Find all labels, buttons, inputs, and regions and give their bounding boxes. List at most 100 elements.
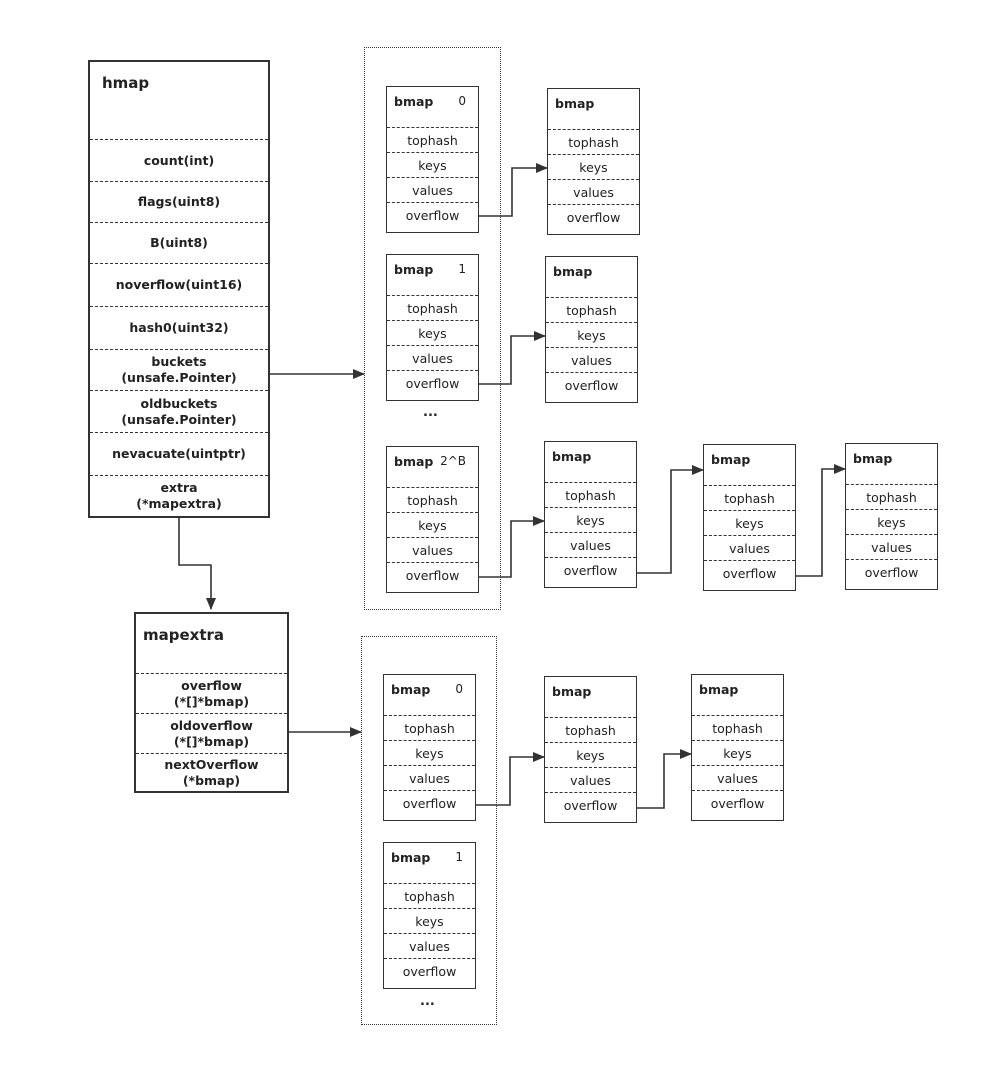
arrow-extra bbox=[178, 518, 216, 610]
field-keys: keys bbox=[387, 512, 478, 537]
bmap-title: bmap bbox=[553, 264, 593, 279]
arrow-old0-overflow bbox=[476, 752, 545, 806]
field-tophash: tophash bbox=[384, 715, 475, 740]
field-keys: keys bbox=[387, 152, 478, 177]
hmap-field-flags: flags(uint8) bbox=[90, 181, 268, 222]
field-tophash: tophash bbox=[387, 487, 478, 512]
bucket-2b: bmap 2^B tophash keys values overflow bbox=[386, 446, 479, 593]
field-values: values bbox=[546, 347, 637, 372]
field-overflow: overflow bbox=[846, 559, 937, 584]
arrow-bucket2b-overflow bbox=[479, 516, 545, 578]
field-tophash: tophash bbox=[704, 485, 795, 510]
oldbucket-1: bmap 1 tophash keys values overflow bbox=[383, 842, 476, 989]
overflow-bmap: bmap tophash keys values overflow bbox=[547, 88, 640, 235]
field-overflow: overflow bbox=[387, 562, 478, 587]
bmap-title: bmap bbox=[552, 684, 592, 699]
field-overflow: overflow bbox=[546, 372, 637, 397]
overflow-bmap: bmap tophash keys values overflow bbox=[703, 444, 796, 591]
overflow-bmap: bmap tophash keys values overflow bbox=[545, 256, 638, 403]
field-values: values bbox=[692, 765, 783, 790]
bucket-index: 0 bbox=[455, 682, 463, 696]
bmap-title: bmap bbox=[552, 449, 592, 464]
field-overflow: overflow bbox=[384, 790, 475, 815]
buckets-ellipsis: ... bbox=[423, 405, 438, 420]
field-keys: keys bbox=[548, 154, 639, 179]
arrow-bucket0-overflow bbox=[479, 163, 548, 217]
field-overflow: overflow bbox=[548, 204, 639, 229]
hmap-field-extra: extra (*mapextra) bbox=[90, 475, 268, 516]
field-values: values bbox=[387, 537, 478, 562]
oldbuckets-array bbox=[361, 636, 497, 1025]
field-keys: keys bbox=[384, 908, 475, 933]
bmap-title: bmap bbox=[853, 451, 893, 466]
field-keys: keys bbox=[704, 510, 795, 535]
field-overflow: overflow bbox=[387, 202, 478, 227]
oldbucket-0: bmap 0 tophash keys values overflow bbox=[383, 674, 476, 821]
hmap-field-b: B(uint8) bbox=[90, 222, 268, 263]
field-tophash: tophash bbox=[546, 297, 637, 322]
overflow-bmap: bmap tophash keys values overflow bbox=[544, 441, 637, 588]
bucket-index: 2^B bbox=[440, 454, 466, 468]
bucket-index: 0 bbox=[458, 94, 466, 108]
mapextra-field-overflow: overflow (*[]*bmap) bbox=[136, 673, 287, 713]
bmap-title: bmap bbox=[391, 682, 431, 697]
field-overflow: overflow bbox=[545, 557, 636, 582]
field-values: values bbox=[545, 532, 636, 557]
mapextra-struct: mapextra overflow (*[]*bmap) oldoverflow… bbox=[134, 612, 289, 793]
hmap-field-hash0: hash0(uint32) bbox=[90, 306, 268, 349]
hmap-field-noverflow: noverflow(uint16) bbox=[90, 263, 268, 306]
field-values: values bbox=[704, 535, 795, 560]
bucket-index: 1 bbox=[458, 262, 466, 276]
field-tophash: tophash bbox=[387, 127, 478, 152]
overflow-bmap: bmap tophash keys values overflow bbox=[544, 676, 637, 823]
bmap-title: bmap bbox=[699, 682, 739, 697]
field-overflow: overflow bbox=[387, 370, 478, 395]
field-values: values bbox=[384, 933, 475, 958]
oldbuckets-ellipsis: ... bbox=[420, 994, 435, 1009]
field-overflow: overflow bbox=[384, 958, 475, 983]
bmap-title: bmap bbox=[391, 850, 431, 865]
field-values: values bbox=[384, 765, 475, 790]
field-values: values bbox=[846, 534, 937, 559]
hmap-field-buckets: buckets (unsafe.Pointer) bbox=[90, 349, 268, 390]
field-keys: keys bbox=[545, 507, 636, 532]
hmap-struct: hmap count(int) flags(uint8) B(uint8) no… bbox=[88, 60, 270, 518]
field-keys: keys bbox=[546, 322, 637, 347]
field-overflow: overflow bbox=[692, 790, 783, 815]
field-keys: keys bbox=[846, 509, 937, 534]
field-keys: keys bbox=[384, 740, 475, 765]
hmap-title: hmap bbox=[102, 74, 150, 92]
field-tophash: tophash bbox=[545, 717, 636, 742]
field-tophash: tophash bbox=[692, 715, 783, 740]
arrow-chain-overflow-2 bbox=[795, 464, 846, 577]
overflow-bmap: bmap tophash keys values overflow bbox=[845, 443, 938, 590]
field-tophash: tophash bbox=[384, 883, 475, 908]
bmap-title: bmap bbox=[711, 452, 751, 467]
mapextra-field-oldoverflow: oldoverflow (*[]*bmap) bbox=[136, 713, 287, 753]
field-values: values bbox=[545, 767, 636, 792]
field-values: values bbox=[387, 345, 478, 370]
bucket-index: 1 bbox=[455, 850, 463, 864]
overflow-bmap: bmap tophash keys values overflow bbox=[691, 674, 784, 821]
hmap-field-oldbuckets: oldbuckets (unsafe.Pointer) bbox=[90, 390, 268, 432]
bmap-title: bmap bbox=[394, 94, 434, 109]
field-values: values bbox=[387, 177, 478, 202]
arrow-chain-overflow-1 bbox=[637, 465, 704, 574]
mapextra-field-nextoverflow: nextOverflow (*bmap) bbox=[136, 753, 287, 791]
arrow-bucket1-overflow bbox=[479, 331, 546, 385]
bucket-0: bmap 0 tophash keys values overflow bbox=[386, 86, 479, 233]
bmap-title: bmap bbox=[555, 96, 595, 111]
arrow-oldchain-overflow bbox=[637, 749, 692, 809]
hmap-field-count: count(int) bbox=[90, 139, 268, 181]
bmap-title: bmap bbox=[394, 262, 434, 277]
field-overflow: overflow bbox=[704, 560, 795, 585]
field-keys: keys bbox=[692, 740, 783, 765]
field-values: values bbox=[548, 179, 639, 204]
field-tophash: tophash bbox=[846, 484, 937, 509]
mapextra-title: mapextra bbox=[143, 626, 225, 644]
field-tophash: tophash bbox=[548, 129, 639, 154]
field-tophash: tophash bbox=[387, 295, 478, 320]
field-overflow: overflow bbox=[545, 792, 636, 817]
hmap-field-nevacuate: nevacuate(uintptr) bbox=[90, 432, 268, 475]
